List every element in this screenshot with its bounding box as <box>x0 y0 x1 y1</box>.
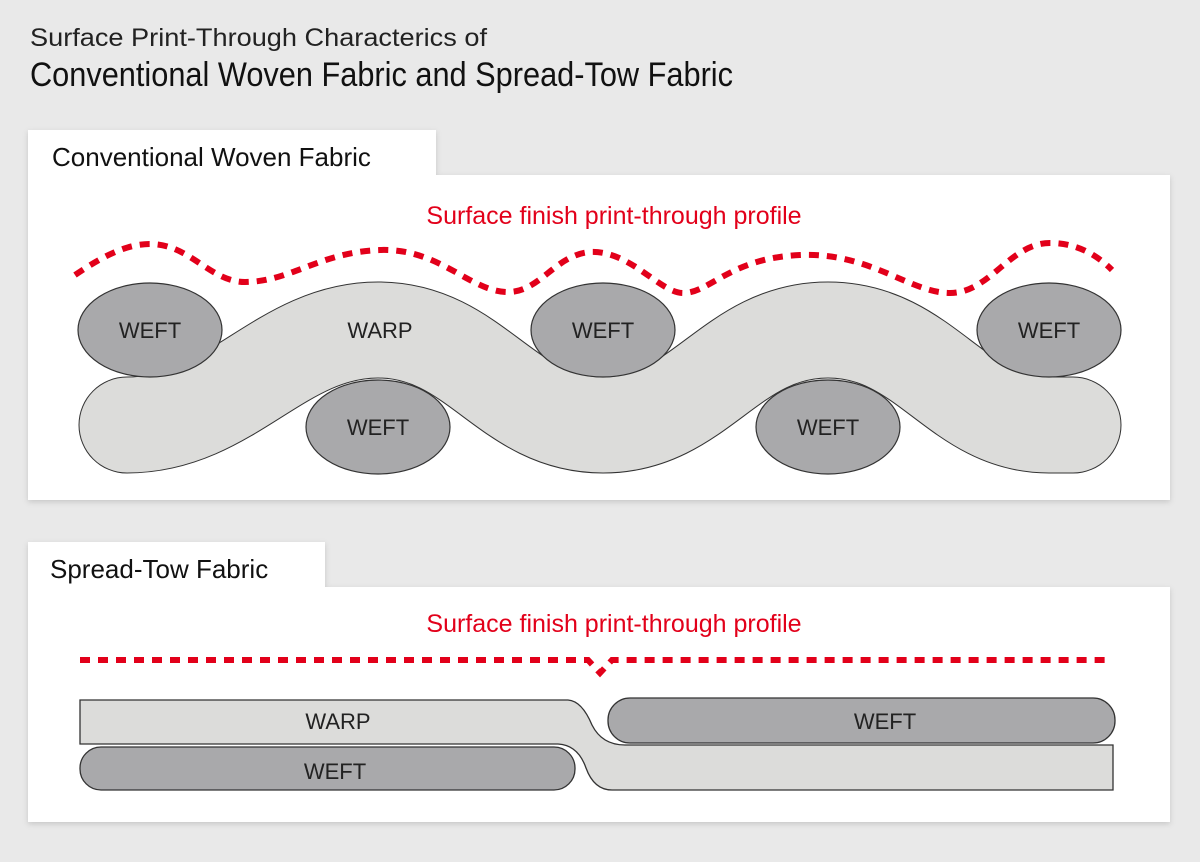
warp-yarn <box>79 699 1114 791</box>
weft-yarn <box>77 282 223 378</box>
weft-label: WEFT <box>572 318 634 343</box>
panel-tab-label: Spread-Tow Fabric <box>50 554 268 584</box>
profile-label: Surface finish print-through profile <box>426 202 801 230</box>
panel-spread-tow: Spread-Tow Fabric Surface finish print-t… <box>28 542 1170 822</box>
weft-label: WEFT <box>347 415 409 440</box>
panel-tab-label: Conventional Woven Fabric <box>52 142 371 172</box>
weft-label: WEFT <box>119 318 181 343</box>
warp-label: WARP <box>305 709 370 734</box>
weft-yarn <box>305 379 451 475</box>
weft-yarn <box>607 697 1116 744</box>
title-line2: Conventional Woven Fabric and Spread-Tow… <box>30 56 733 94</box>
weft-yarn <box>530 282 676 378</box>
weft-label: WEFT <box>304 759 366 784</box>
weft-label: WEFT <box>1018 318 1080 343</box>
weft-label: WEFT <box>854 709 916 734</box>
weft-yarn <box>755 379 901 475</box>
weft-label: WEFT <box>797 415 859 440</box>
warp-label: WARP <box>347 318 412 343</box>
profile-dashed-line <box>80 657 1105 678</box>
weft-yarn <box>79 746 576 791</box>
warp-yarn <box>79 282 1121 473</box>
profile-label: Surface finish print-through profile <box>426 610 801 638</box>
panel-conventional-woven: Conventional Woven Fabric Surface finish… <box>28 130 1170 500</box>
title-line1: Surface Print-Through Characterics of <box>30 24 487 52</box>
weft-yarn <box>976 282 1122 378</box>
